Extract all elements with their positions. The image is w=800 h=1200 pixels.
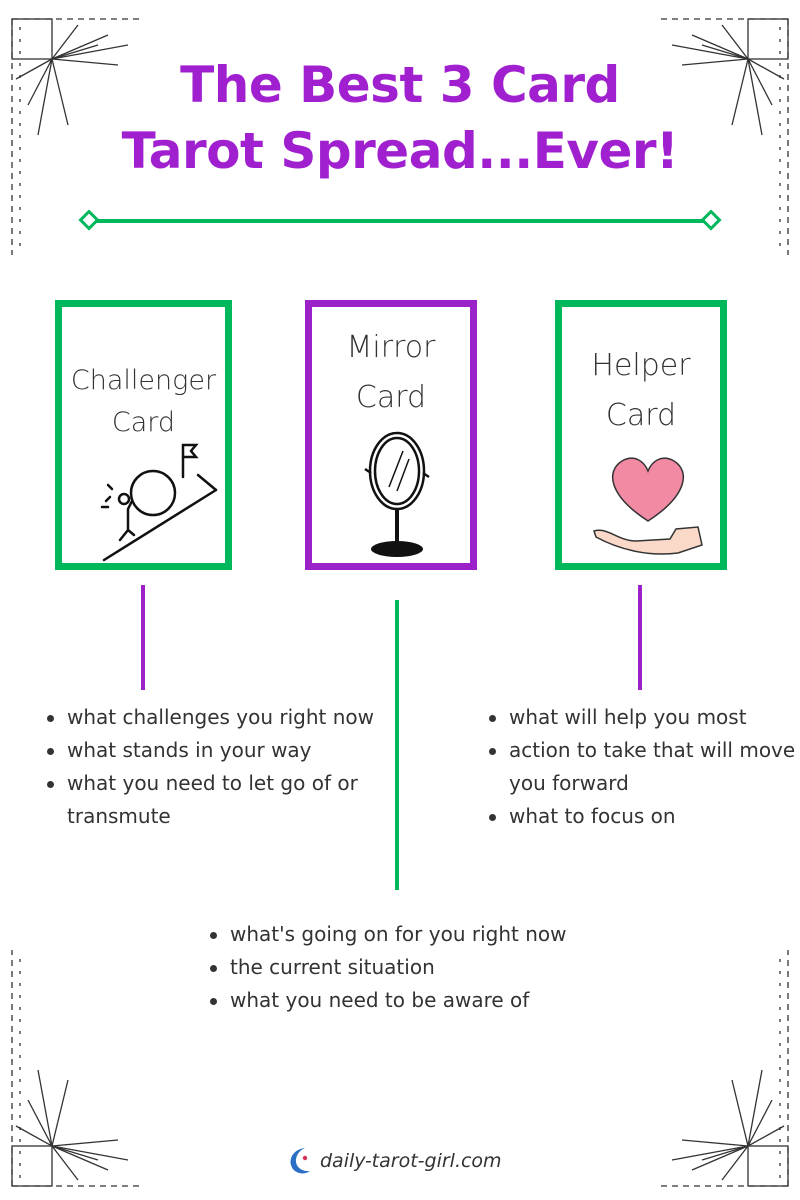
list-item: what stands in your way [47, 734, 407, 767]
list-item: what you need to let go of or transmute [47, 767, 407, 833]
heart-hand-icon [593, 457, 703, 555]
footer-brand[interactable]: daily-tarot-girl.com [288, 1144, 502, 1178]
helper-points-list: what will help you most action to take t… [487, 701, 799, 833]
helper-connector-line [638, 585, 642, 690]
challenger-card-title: Challenger [70, 365, 217, 396]
corner-ornament-top-left [11, 18, 143, 255]
helper-card-title: Helper [591, 348, 691, 383]
climbing-figure-icon [100, 443, 218, 562]
mirror-connector-line [395, 600, 399, 890]
moon-logo-icon [290, 1148, 310, 1174]
list-item: the current situation [210, 951, 650, 984]
corner-ornament-bottom-right [657, 950, 789, 1187]
list-item: what challenges you right now [47, 701, 407, 734]
challenger-card-subtitle: Card [111, 407, 176, 438]
mirror-card-label: Mirror Card [312, 327, 470, 419]
challenger-connector-line [141, 585, 145, 690]
mirror-card-title: Mirror [346, 330, 436, 365]
mirror-card-subtitle: Card [355, 380, 427, 415]
challenger-points-list: what challenges you right now what stand… [45, 701, 407, 833]
title-divider [78, 210, 722, 231]
title-line-1: The Best 3 Card [180, 56, 620, 114]
title-line-2: Tarot Spread...Ever! [121, 122, 679, 180]
helper-card-label: Helper Card [562, 345, 720, 437]
mirror-points-list: what's going on for you right now the cu… [208, 918, 650, 1017]
list-item: what will help you most [489, 701, 799, 734]
challenger-card-label: Challenger Card [62, 360, 225, 444]
list-item: what to focus on [489, 800, 799, 833]
corner-ornament-bottom-left [11, 950, 143, 1187]
challenger-card: Challenger Card [55, 300, 232, 570]
list-item: action to take that will move you forwar… [489, 734, 799, 800]
mirror-card: Mirror Card [305, 300, 477, 570]
helper-card: Helper Card [555, 300, 727, 570]
mirror-icon [364, 431, 430, 557]
list-item: what you need to be aware of [210, 984, 650, 1017]
page-title: The Best 3 Card Tarot Spread...Ever! [0, 52, 800, 184]
list-item: what's going on for you right now [210, 918, 650, 951]
helper-card-subtitle: Card [605, 398, 677, 433]
footer-site-link[interactable]: daily-tarot-girl.com [320, 1150, 502, 1172]
corner-ornament-top-right [657, 18, 789, 255]
